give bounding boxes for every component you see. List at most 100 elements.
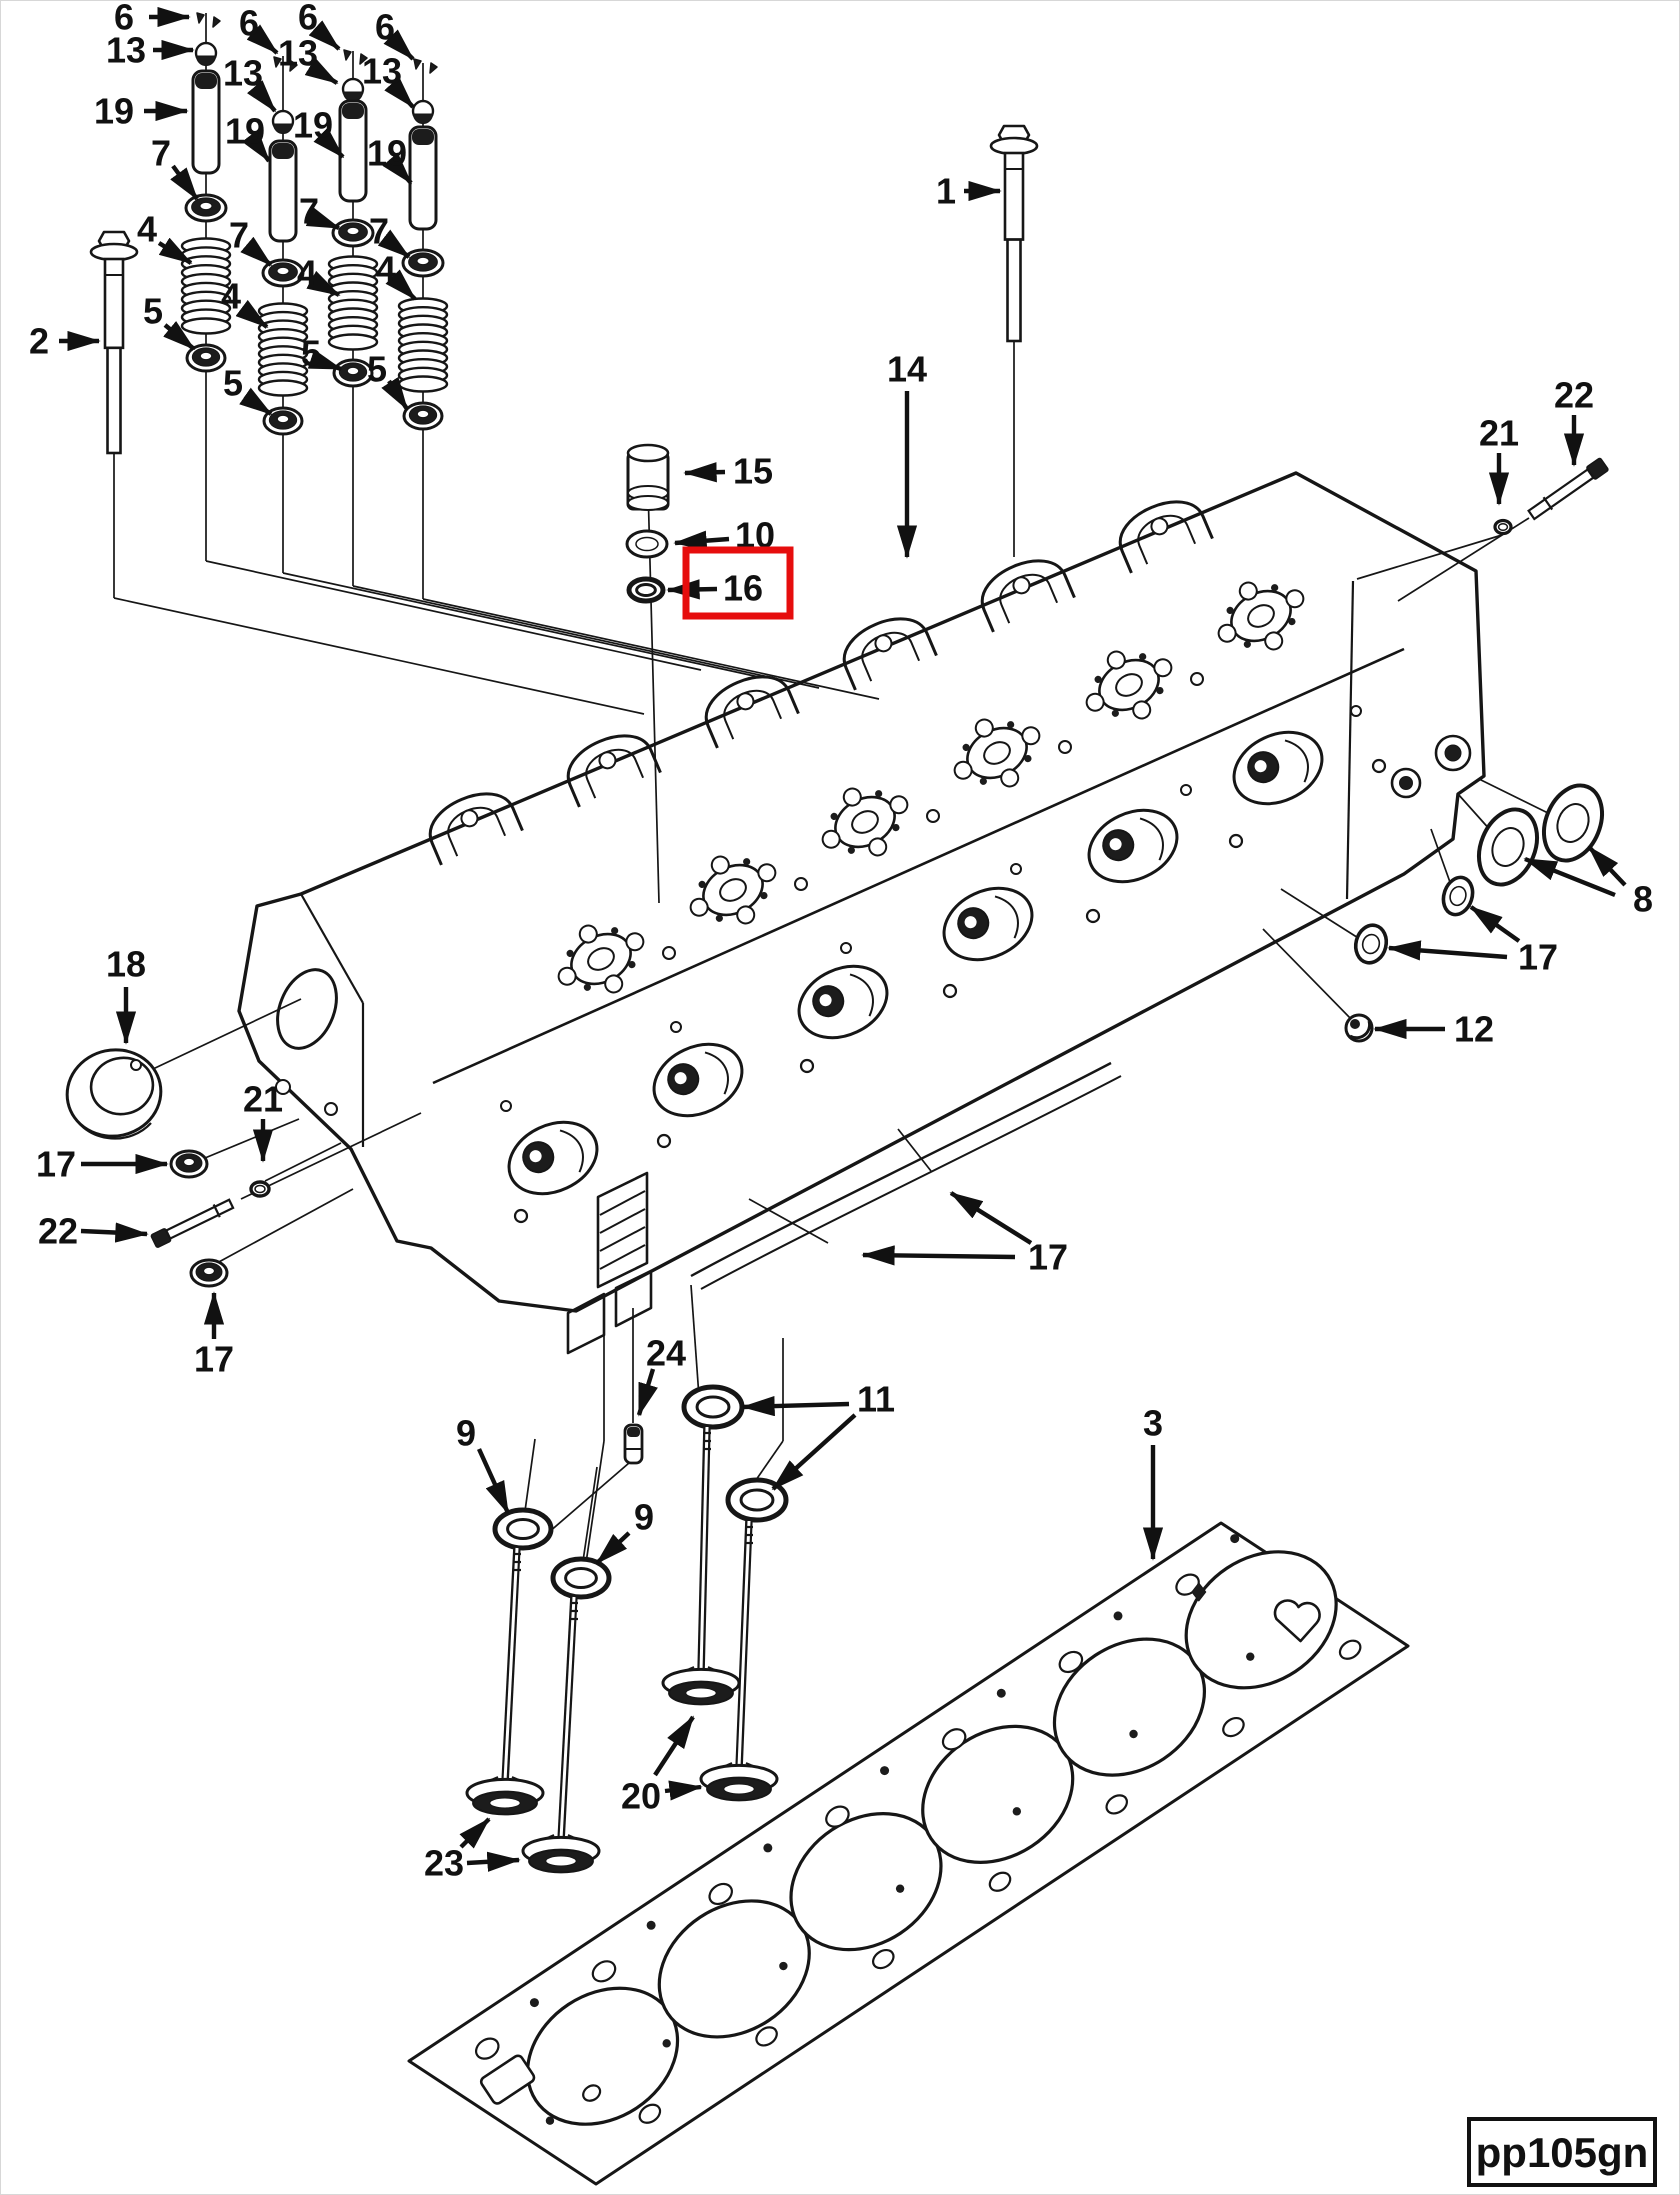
callout-17-33: 17: [1518, 937, 1558, 978]
seal-part-7: [261, 258, 305, 288]
seal-part-5: [185, 343, 227, 373]
callout-15-25: 15: [733, 451, 773, 492]
plug-part-12: [1344, 1013, 1374, 1043]
valves-and-seals: [465, 1384, 789, 1874]
exhaust-valve: [521, 1594, 601, 1874]
tappet-part-15: [626, 443, 670, 511]
callout-6-13: 6: [298, 1, 318, 38]
o-ring-part-10: [625, 529, 669, 559]
cup-plug-part-17: [189, 1258, 229, 1288]
spring-retainer: [271, 109, 295, 134]
o-ring-part-11: [681, 1384, 745, 1430]
front-face-port: [1232, 730, 1324, 806]
callout-19-9: 19: [225, 111, 265, 152]
rocker-pedestal: [980, 559, 1076, 633]
o-ring-part-16: [626, 576, 666, 604]
right-side-parts: [1344, 457, 1609, 1043]
callout-6-0: 6: [114, 1, 134, 38]
intake-valve: [661, 1424, 741, 1706]
callout-18-35: 18: [106, 944, 146, 985]
callout-5-12: 5: [223, 363, 243, 404]
callout-5-24: 5: [367, 349, 387, 390]
head-bolt-part-1: [989, 124, 1039, 343]
valve-guide-part-24: [623, 1423, 644, 1465]
seal-part-5: [332, 358, 374, 388]
o-ring-part-9: [550, 1556, 612, 1600]
valve-keepers: [343, 49, 368, 65]
spring-retainer: [194, 41, 218, 66]
rocker-pedestal: [842, 617, 938, 691]
front-face-port: [942, 886, 1034, 962]
callout-4-17: 4: [297, 253, 317, 294]
callout-17-39: 17: [194, 1339, 234, 1380]
valve-assembly-column: [180, 12, 232, 373]
callout-4-11: 4: [221, 276, 241, 317]
callout-21-30: 21: [1479, 413, 1519, 454]
front-face-port: [652, 1042, 744, 1118]
callout-13-14: 13: [278, 33, 318, 74]
rocker-pedestal: [1118, 500, 1214, 574]
valve-keepers: [273, 56, 298, 72]
callout-6-19: 6: [375, 7, 395, 48]
deck-port-cluster: [1085, 650, 1173, 720]
deck-port-cluster: [821, 787, 909, 857]
valve-assembly-column: [327, 49, 379, 388]
callout-5-5: 5: [143, 291, 163, 332]
callout-3-47: 3: [1143, 1403, 1163, 1444]
o-ring-part-8: [1542, 783, 1604, 863]
callout-19-21: 19: [367, 133, 407, 174]
head-bolts: [89, 124, 1039, 455]
callout-13-1: 13: [106, 30, 146, 71]
intake-valve: [465, 1545, 545, 1816]
rocker-pedestal: [704, 675, 800, 749]
seal-part-7: [401, 248, 445, 278]
callout-7-16: 7: [299, 191, 319, 232]
front-face-port: [797, 964, 889, 1040]
screw-part-22: [1527, 457, 1609, 521]
callout-4-4: 4: [137, 209, 157, 250]
callout-14-29: 14: [887, 349, 927, 390]
deck-port-cluster: [953, 718, 1041, 788]
callout-4-23: 4: [376, 249, 396, 290]
cylinder-head: [237, 471, 1486, 1355]
screw-part-22: [150, 1198, 235, 1248]
seal-part-7: [184, 193, 228, 223]
leader-lines: [113, 13, 1553, 1564]
deck-port-cluster: [1217, 581, 1305, 651]
rocker-pedestal: [428, 792, 524, 866]
callout-16-27: 16: [723, 568, 763, 609]
spring-retainer: [341, 77, 365, 102]
callout-20-45: 20: [621, 1776, 661, 1817]
seal-part-5: [402, 401, 444, 431]
valve-guide: [268, 139, 298, 243]
valve-guide: [191, 69, 221, 175]
valve-spring: [257, 302, 309, 397]
callout-17-36: 17: [36, 1144, 76, 1185]
callout-19-15: 19: [293, 105, 333, 146]
o-ring-part-17: [1441, 875, 1475, 917]
callout-13-8: 13: [223, 53, 263, 94]
o-ring-part-21: [249, 1180, 271, 1198]
callout-22-31: 22: [1554, 375, 1594, 416]
callout-21-37: 21: [243, 1079, 283, 1120]
callout-13-20: 13: [362, 51, 402, 92]
callout-23-46: 23: [424, 1843, 464, 1884]
exhaust-valve: [699, 1518, 779, 1802]
highlight-box-part-16: [682, 546, 794, 620]
valve-spring-assemblies: [180, 12, 449, 436]
callout-11-42: 11: [857, 1379, 895, 1420]
o-ring-part-21: [1493, 518, 1513, 536]
valve-keepers: [413, 58, 438, 74]
valve-keepers: [196, 12, 221, 28]
seal-part-7: [331, 218, 375, 248]
callout-2-6: 2: [29, 321, 49, 362]
o-ring-part-8: [1477, 807, 1539, 887]
spring-retainer: [411, 99, 435, 124]
part-code-box: pp105gn: [1467, 2117, 1657, 2187]
deck-port-cluster: [689, 855, 777, 925]
seal-part-5: [262, 406, 304, 436]
callout-12-34: 12: [1454, 1009, 1494, 1050]
callout-6-7: 6: [239, 3, 259, 44]
